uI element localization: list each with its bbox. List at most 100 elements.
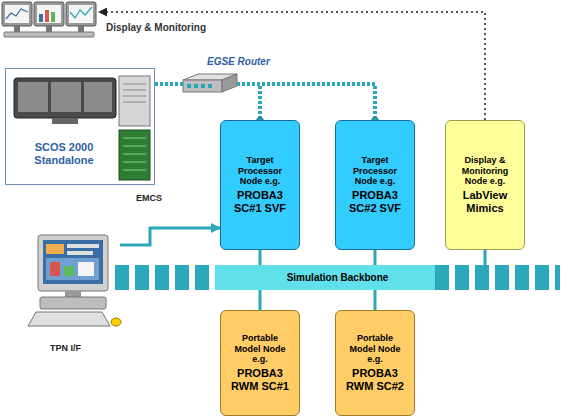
connector-line	[237, 84, 375, 120]
node-body: PROBA3 RWM SC#2	[343, 367, 407, 392]
emcs-workstation-illustration-part	[18, 82, 48, 112]
display-monitors-icon-part	[4, 32, 94, 37]
emcs-workstation-illustration-part	[51, 82, 81, 112]
router-icon	[183, 74, 237, 92]
router-icon-part	[187, 84, 191, 88]
tpn-computer-icon-part	[28, 312, 110, 326]
node-body: PROBA3 SC#1 SVF	[228, 189, 292, 214]
emcs-workstation-illustration-part	[14, 78, 116, 118]
router-icon-part	[183, 80, 222, 92]
portable-model-node: Portable Model Node e.g. PROBA3 RWM SC#1	[220, 310, 300, 416]
tpn-computer-icon-part	[67, 251, 93, 255]
connector-group	[260, 290, 261, 310]
tpn-computer-icon-part	[111, 318, 121, 326]
display-monitors-icon-part	[34, 2, 64, 26]
router-icon-part	[208, 84, 212, 88]
display-monitors-icon-part	[69, 5, 93, 23]
emcs-workstation-illustration-part	[119, 130, 150, 180]
node-heading: Display & Monitoring Node e.g.	[459, 155, 511, 186]
emcs-workstation-illustration-part	[123, 162, 146, 163]
display-monitors-icon-part	[45, 10, 49, 22]
tpn-computer-icon-part	[46, 258, 99, 280]
display-monitors-icon-part	[78, 26, 84, 32]
system-name: SCOS 2000 Standalone	[14, 141, 114, 167]
router-icon-part	[222, 74, 237, 92]
emcs-workstation-illustration-part	[123, 138, 146, 139]
router-label: EGSE Router	[207, 56, 270, 68]
tpn-label: TPN I/F	[50, 343, 81, 354]
emcs-workstation-illustration-part	[119, 76, 150, 126]
dotted-arrow	[99, 12, 485, 120]
tpn-computer-node: TPN I/F	[30, 233, 120, 331]
display-monitors-icon-part	[14, 26, 20, 32]
display-label: Display & Monitoring	[106, 22, 206, 34]
display-monitors-icon-part	[6, 9, 28, 19]
router-icon-part	[201, 84, 205, 88]
router-icon-part	[194, 84, 198, 88]
tpn-computer-icon-part	[78, 262, 94, 276]
emcs-workstation-illustration-part	[123, 154, 146, 155]
tpn-computer-icon-part	[38, 235, 108, 291]
display-monitoring-node: Display & Monitoring Node e.g. LabView Mi…	[445, 120, 525, 250]
portable-model-node: Portable Model Node e.g. PROBA3 RWM SC#2	[335, 310, 415, 416]
router-icon-node: EGSE Router	[183, 74, 237, 94]
connector-group	[260, 250, 261, 265]
connector-line	[120, 228, 220, 245]
backbone-band-part	[215, 265, 435, 290]
display-monitors-icon-part	[51, 12, 55, 22]
node-body: PROBA3 SC#2 SVF	[343, 189, 407, 214]
node-heading: Target Processor Node e.g.	[234, 155, 286, 186]
tpn-computer-icon-part	[43, 240, 103, 284]
tpn-computer-icon	[28, 235, 121, 326]
connector-line	[484, 250, 487, 265]
display-monitors-icon	[2, 2, 96, 37]
node-heading: Portable Model Node e.g.	[349, 333, 401, 364]
display-monitoring-icon: Display & Monitoring	[2, 0, 98, 40]
connector-group	[375, 250, 376, 265]
node-body: LabView Mimics	[453, 189, 517, 214]
connector-group	[237, 84, 264, 125]
tpn-computer-icon-part	[50, 262, 60, 276]
display-monitors-icon-part	[66, 2, 96, 26]
connector-line	[259, 290, 262, 310]
connector-group	[155, 84, 183, 85]
simulation-backbone: Simulation Backbone	[115, 265, 560, 290]
tpn-computer-icon-part	[40, 297, 106, 309]
emcs-workstation-illustration-part	[123, 102, 146, 103]
group-label: EMCS	[136, 193, 162, 204]
backbone-band-part	[435, 265, 560, 290]
target-processor-node: Target Processor Node e.g. PROBA3 SC#2 SV…	[335, 120, 415, 250]
backbone-band	[115, 265, 560, 290]
display-monitors-icon-part	[46, 26, 52, 32]
emcs-workstation-illustration-part	[123, 84, 146, 85]
node-heading: Target Processor Node e.g.	[349, 155, 401, 186]
connector-line	[237, 84, 260, 120]
display-monitors-icon-part	[39, 14, 43, 22]
tpn-computer-icon-part	[65, 291, 81, 297]
emcs-workstation-illustration-part	[123, 146, 146, 147]
target-processor-node: Target Processor Node e.g. PROBA3 SC#1 SV…	[220, 120, 300, 250]
display-monitors-icon-part	[70, 7, 92, 18]
node-body: PROBA3 RWM SC#1	[228, 367, 292, 392]
emcs-workstation-illustration-part	[84, 82, 112, 112]
emcs-workstation-illustration-part	[123, 170, 146, 171]
connector-line	[374, 250, 377, 265]
display-monitors-icon-part	[2, 2, 32, 26]
connector-line	[259, 250, 262, 265]
emcs-workstation-illustration-part	[123, 96, 146, 97]
tpn-computer-icon-part	[64, 266, 74, 276]
tpn-computer-icon-part	[67, 244, 99, 248]
connector-line	[374, 290, 377, 310]
display-monitors-icon-part	[37, 5, 61, 23]
emcs-workstation-illustration-part	[52, 118, 78, 124]
connector-group	[375, 290, 376, 310]
backbone-band-part	[115, 265, 215, 290]
display-monitors-icon-part	[5, 5, 29, 23]
emcs-workstation-illustration-part	[123, 90, 146, 91]
node-heading: Portable Model Node e.g.	[234, 333, 286, 364]
backbone-label: Simulation Backbone	[287, 272, 389, 284]
connector-group	[485, 250, 486, 265]
emcs-box: SCOS 2000 StandaloneEMCS	[5, 68, 155, 185]
